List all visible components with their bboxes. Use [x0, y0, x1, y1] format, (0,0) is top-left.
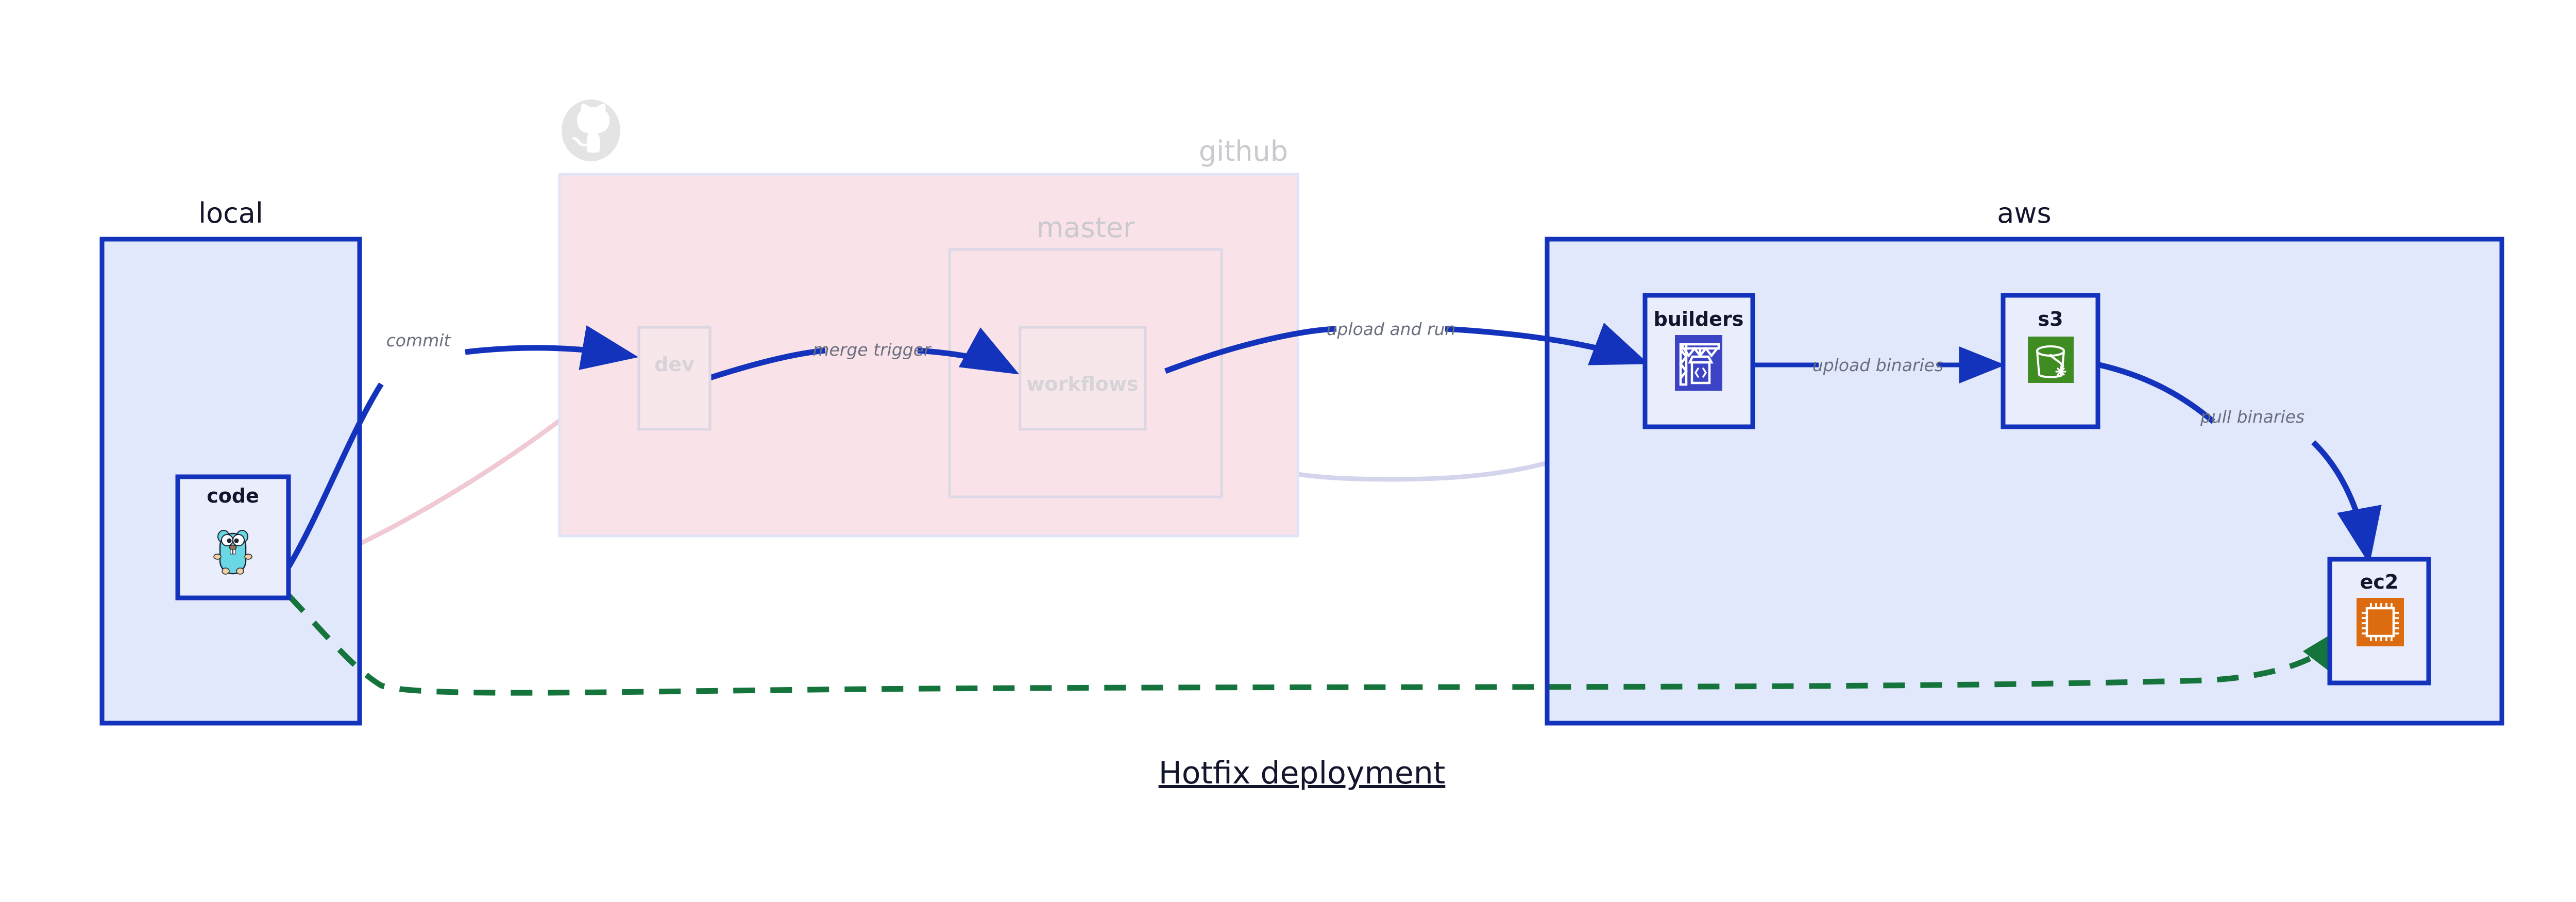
github-octocat-icon [562, 99, 620, 161]
node-s3[interactable]: s3 [2001, 293, 2100, 429]
edge-upload-and-run [1164, 326, 1337, 374]
edge-pull-binaries-tail [2311, 440, 2382, 565]
edge-label-commit: commit [386, 330, 451, 350]
node-s3-label: s3 [2038, 308, 2063, 330]
node-ec2-label: ec2 [2360, 571, 2399, 593]
node-builders[interactable]: builders [1642, 293, 1755, 429]
edge-label-upload-and-run: upload and run [1327, 319, 1456, 339]
edge-merge-trigger-tail [917, 327, 1020, 375]
node-builders-label: builders [1654, 308, 1744, 330]
edge-label-pull-binaries: pull binaries [2200, 407, 2304, 427]
cluster-github-label: github [1199, 135, 1288, 168]
node-code[interactable]: code [175, 474, 291, 600]
aws-s3-bucket-icon [2028, 337, 2074, 383]
edge-commit [286, 382, 384, 569]
edge-merge-trigger [709, 347, 826, 381]
cluster-aws-label: aws [1997, 197, 2051, 229]
node-dev-label: dev [654, 353, 694, 376]
diagram-title: Hotfix deployment [1159, 755, 1446, 791]
cluster-master-label: master [1037, 211, 1135, 244]
edge-pull-binaries [2098, 362, 2215, 424]
node-code-label: code [207, 485, 259, 507]
edge-label-merge-trigger: merge trigger [812, 340, 932, 360]
cluster-local-label: local [198, 197, 263, 229]
edge-label-upload-binaries: upload binaries [1812, 355, 1943, 375]
node-workflows[interactable]: workflows [1019, 326, 1147, 431]
aws-ec2-chip-icon [2357, 598, 2404, 646]
node-workflows-label: workflows [1026, 373, 1138, 395]
aws-codebuild-icon [1675, 335, 1722, 391]
go-gopher-icon [213, 530, 252, 575]
edge-upload-and-run-tail [1445, 323, 1649, 365]
